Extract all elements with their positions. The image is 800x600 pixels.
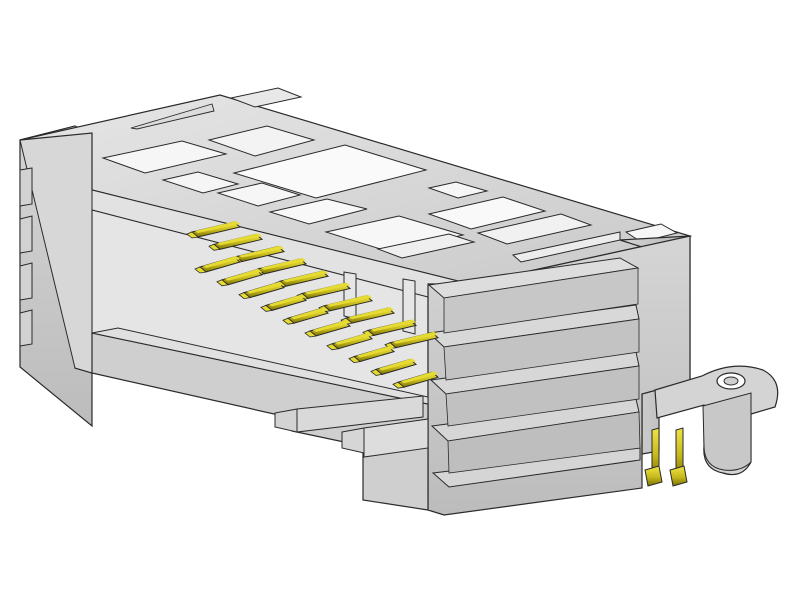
bottom-front-rail-top xyxy=(91,327,429,405)
mounting-ear xyxy=(654,365,779,476)
pin xyxy=(282,307,330,325)
pin xyxy=(384,331,440,350)
left-fins xyxy=(19,167,33,347)
pin xyxy=(194,256,242,274)
pin xyxy=(392,371,440,389)
board-pins xyxy=(644,427,688,487)
front-slot-details xyxy=(274,271,429,458)
front-ribs xyxy=(427,257,641,488)
pin xyxy=(370,358,418,376)
pin xyxy=(304,320,352,338)
top-cutouts xyxy=(101,87,679,263)
pin xyxy=(208,233,264,251)
pin xyxy=(348,345,396,364)
pin xyxy=(238,281,286,300)
pin xyxy=(186,221,242,239)
pin xyxy=(326,332,374,351)
pin xyxy=(216,268,264,287)
connector-pins xyxy=(186,221,440,389)
pin xyxy=(260,294,308,312)
